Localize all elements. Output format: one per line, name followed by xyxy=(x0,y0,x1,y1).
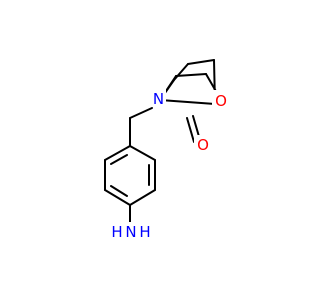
amine-n-label: N xyxy=(125,223,136,241)
bond-n-ch2 xyxy=(129,107,153,119)
bond-c4-c5 xyxy=(173,63,189,81)
structure-svg: N O O H N H xyxy=(104,59,229,244)
bond-c2-n3 xyxy=(159,99,216,105)
bond-ar-inner-3 xyxy=(110,154,128,165)
molecule-diagram: N O O H N H xyxy=(104,59,229,244)
bond-carbonyl-2 xyxy=(186,117,195,143)
o-ring-label: O xyxy=(215,92,227,110)
amine-h-right-label: H xyxy=(139,223,150,241)
n-ring-bg xyxy=(151,89,166,107)
amine-h-left-label: H xyxy=(111,223,122,241)
bond-ar-3 xyxy=(129,189,156,206)
o-ring-bg xyxy=(212,90,229,110)
bond-c5-o1 xyxy=(187,59,215,65)
o-carbonyl-bg xyxy=(194,135,211,155)
o-carbonyl-label: O xyxy=(197,136,209,154)
bond-ring-2 xyxy=(175,73,207,77)
n-ring-label: N xyxy=(153,90,164,108)
bond-ar-6 xyxy=(104,145,131,161)
bond-ar-inner-2 xyxy=(110,185,128,197)
bond-ar-1 xyxy=(129,145,156,161)
bond-ar-4 xyxy=(104,189,131,206)
amine-bg xyxy=(112,222,152,244)
